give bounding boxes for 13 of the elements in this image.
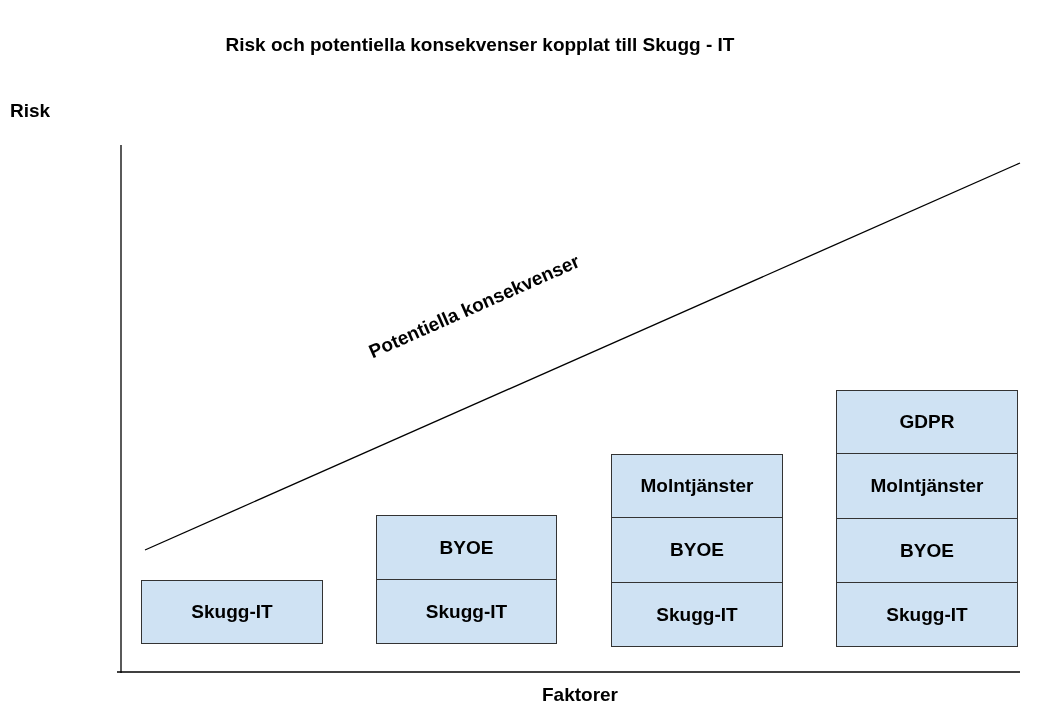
factor-box: BYOE: [376, 515, 557, 580]
factor-box: BYOE: [836, 519, 1018, 583]
factor-box: Molntjänster: [836, 454, 1018, 519]
chart-title: Risk och potentiella konsekvenser kopplat till Skugg - IT: [224, 34, 736, 56]
factor-box: Skugg-IT: [611, 583, 783, 647]
y-axis-label: Risk: [10, 100, 51, 122]
factor-box: Skugg-IT: [836, 583, 1018, 647]
factor-box: Skugg-IT: [376, 580, 557, 644]
factor-box: BYOE: [611, 518, 783, 583]
factor-box: GDPR: [836, 390, 1018, 454]
factor-box: Molntjänster: [611, 454, 783, 518]
factor-box: Skugg-IT: [141, 580, 323, 644]
x-axis-label: Faktorer: [541, 684, 619, 706]
